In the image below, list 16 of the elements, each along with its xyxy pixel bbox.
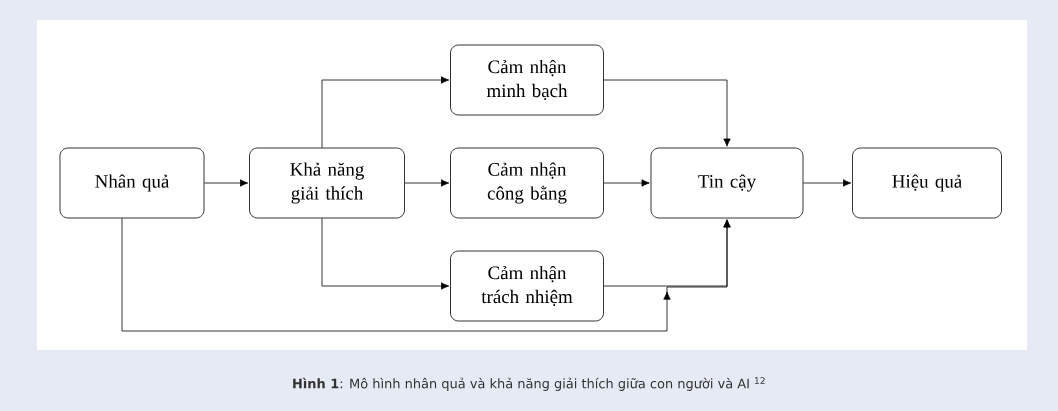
arrow [803, 179, 852, 187]
process-box: Hiệu quả [852, 147, 1002, 219]
arrow [404, 179, 450, 187]
caption: Hình 1: Mô hình nhân quả và khả năng giải thích giữa con người và AI $^{12}$ [293, 377, 765, 391]
arrow [603, 179, 650, 187]
arrow [204, 179, 249, 187]
arrow [321, 218, 450, 290]
process-box: Cảm nhận trách nhiệm [450, 250, 604, 322]
process-box: Tin cậy [650, 147, 804, 219]
process-box: Nhân quả [59, 147, 205, 219]
arrow [603, 79, 731, 147]
process-box: Khả năng giải thích [249, 147, 405, 219]
process-box: Cảm nhận công bằng [450, 147, 604, 219]
process-box: Cảm nhận minh bạch [450, 44, 604, 116]
arrow [121, 218, 731, 332]
arrow [321, 76, 450, 148]
